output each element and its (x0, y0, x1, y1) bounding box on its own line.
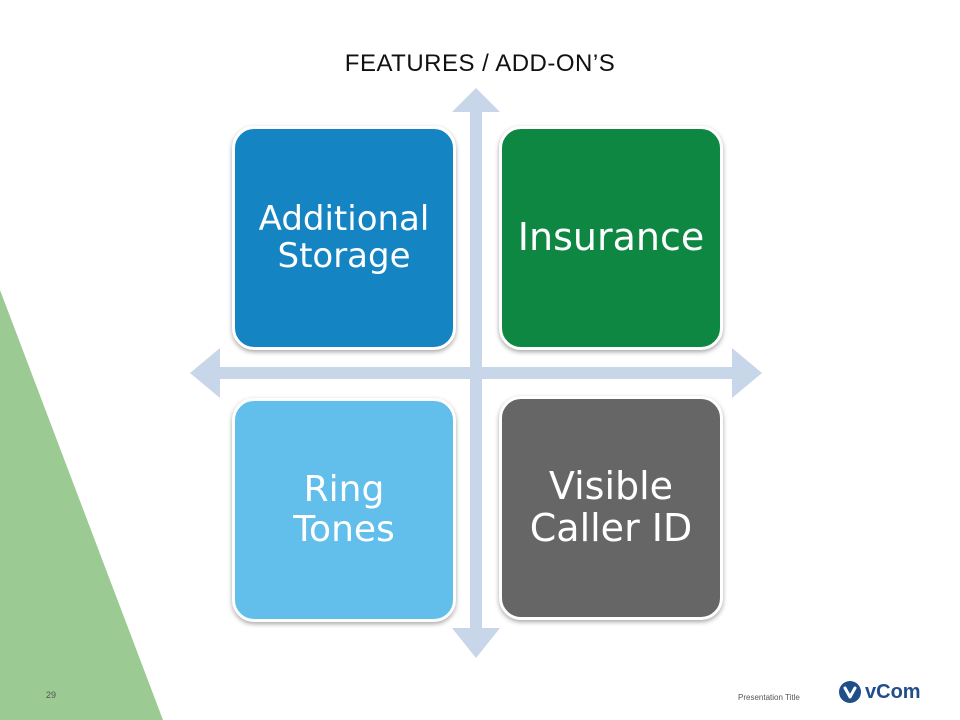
tile-insurance: Insurance (499, 126, 723, 350)
tile-visible-caller-id: Visible Caller ID (499, 396, 723, 620)
horizontal-arrow (190, 348, 762, 398)
tile-additional-storage: Additional Storage (232, 126, 456, 350)
page-number: 29 (46, 690, 57, 700)
vcom-logo: vCom (838, 680, 921, 704)
slide-title: FEATURES / ADD-ON’S (344, 50, 616, 77)
logo-text: vCom (865, 680, 921, 703)
tile-ring-tones: Ring Tones (232, 398, 456, 622)
tile-label: Insurance (517, 215, 705, 260)
tile-label: Ring Tones (293, 469, 395, 550)
decorative-green-triangle (0, 290, 163, 720)
tile-label: Additional Storage (258, 198, 430, 276)
footer-presentation-title: Presentation Title (738, 693, 800, 702)
v-chevron-icon (839, 681, 861, 703)
tile-label: Visible Caller ID (529, 464, 693, 550)
